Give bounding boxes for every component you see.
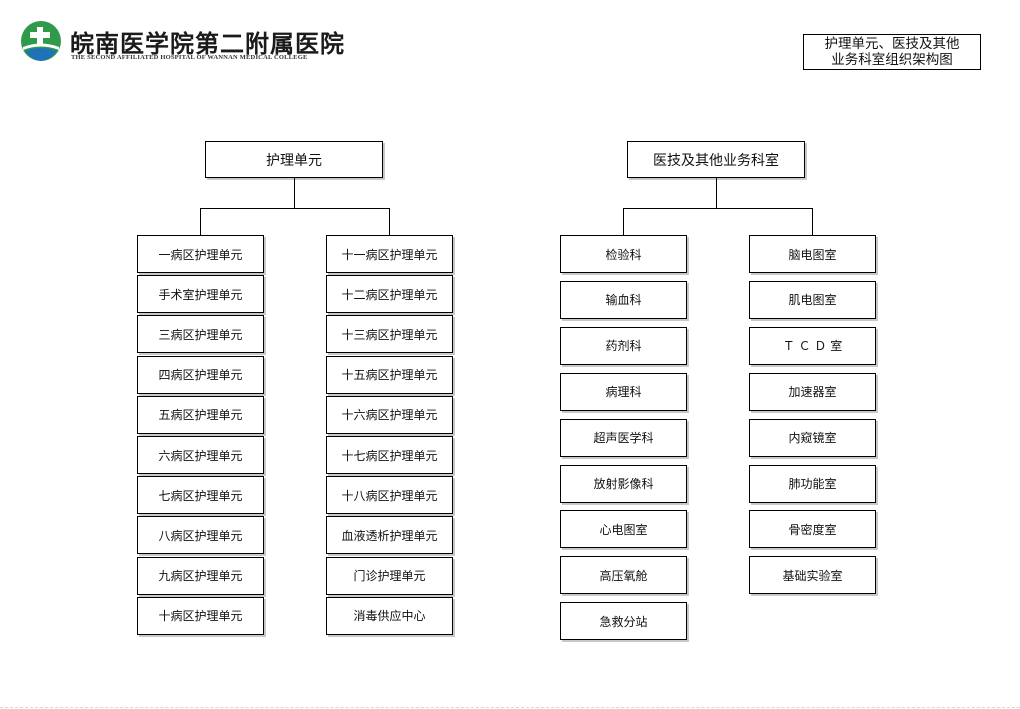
nursing-unit-box: 门诊护理单元	[326, 556, 453, 595]
connector	[200, 208, 201, 235]
medtech-dept-box: 输血科	[560, 280, 687, 319]
nursing-unit-box: 十七病区护理单元	[326, 436, 453, 474]
medtech-dept-box: 急救分站	[560, 602, 687, 641]
nursing-unit-box: 一病区护理单元	[137, 235, 264, 273]
nursing-unit-box: 十一病区护理单元	[326, 235, 453, 273]
connector	[200, 208, 390, 209]
nursing-unit-head: 护理单元	[205, 141, 383, 178]
nursing-unit-box: 五病区护理单元	[137, 395, 264, 434]
nursing-unit-box: 十三病区护理单元	[326, 315, 453, 354]
medtech-dept-box: 肺功能室	[749, 464, 876, 503]
connector	[812, 208, 813, 235]
nursing-unit-box: 十六病区护理单元	[326, 395, 453, 434]
medtech-dept-box: 心电图室	[560, 510, 687, 549]
medtech-dept-box: Ｔ Ｃ Ｄ 室	[749, 326, 876, 365]
hospital-emblem-icon	[21, 21, 61, 61]
nursing-unit-box: 消毒供应中心	[326, 596, 453, 635]
medtech-dept-box: 基础实验室	[749, 556, 876, 595]
logo-chinese-name: 皖南医学院第二附属医院	[70, 29, 345, 58]
nursing-unit-box: 六病区护理单元	[137, 436, 264, 474]
connector	[623, 208, 813, 209]
nursing-unit-box: 血液透析护理单元	[326, 516, 453, 555]
nursing-unit-box: 四病区护理单元	[137, 355, 264, 394]
medtech-dept-box: 放射影像科	[560, 464, 687, 503]
medtech-dept-box: 脑电图室	[749, 235, 876, 273]
logo-english-name: THE SECOND AFFILIATED HOSPITAL OF WANNAN…	[71, 54, 308, 61]
nursing-unit-box: 八病区护理单元	[137, 516, 264, 555]
nursing-unit-box: 十二病区护理单元	[326, 275, 453, 314]
connector	[623, 208, 624, 235]
medtech-dept-box: 内窥镜室	[749, 418, 876, 457]
medtech-dept-box: 加速器室	[749, 372, 876, 411]
nursing-unit-box: 七病区护理单元	[137, 476, 264, 515]
page-bottom-rule	[0, 707, 1020, 708]
nursing-unit-box: 十五病区护理单元	[326, 355, 453, 394]
chart-title-line1: 护理单元、医技及其他	[824, 36, 960, 52]
medtech-head: 医技及其他业务科室	[627, 141, 805, 178]
nursing-unit-box: 十八病区护理单元	[326, 476, 453, 515]
medtech-dept-box: 病理科	[560, 372, 687, 411]
medtech-dept-box: 药剂科	[560, 326, 687, 365]
nursing-unit-box: 九病区护理单元	[137, 556, 264, 595]
connector	[294, 178, 295, 209]
hospital-logo: 皖南医学院第二附属医院 THE SECOND AFFILIATED HOSPIT…	[20, 20, 344, 64]
medtech-dept-box: 超声医学科	[560, 418, 687, 457]
chart-title-line2: 业务科室组织架构图	[831, 52, 953, 68]
chart-title: 护理单元、医技及其他 业务科室组织架构图	[803, 34, 981, 70]
connector	[389, 208, 390, 235]
nursing-unit-box: 十病区护理单元	[137, 596, 264, 635]
medtech-dept-box: 检验科	[560, 235, 687, 273]
nursing-unit-box: 三病区护理单元	[137, 315, 264, 354]
nursing-unit-box: 手术室护理单元	[137, 275, 264, 314]
connector	[716, 178, 717, 209]
medtech-dept-box: 骨密度室	[749, 510, 876, 549]
medtech-dept-box: 肌电图室	[749, 280, 876, 319]
medtech-dept-box: 高压氧舱	[560, 556, 687, 595]
